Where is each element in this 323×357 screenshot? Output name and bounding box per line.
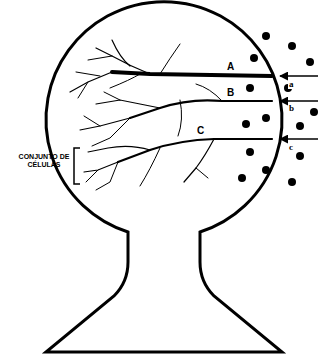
fiber-letter: C bbox=[196, 126, 205, 136]
nerve-fiber-b bbox=[80, 84, 272, 146]
nerve-fiber-c bbox=[84, 139, 272, 190]
fiber-letter: B bbox=[226, 88, 235, 98]
nerve-fiber-a bbox=[70, 40, 272, 98]
arrow-letter: a bbox=[288, 80, 295, 89]
group-label: CONJUNTO DE CÉLULAS bbox=[16, 153, 72, 169]
arrow-letter: b bbox=[288, 104, 295, 113]
flask-outline bbox=[46, 2, 282, 352]
arrow-letter: c bbox=[288, 143, 294, 152]
stimulus-particles bbox=[238, 32, 318, 186]
stimulus-arrows bbox=[280, 76, 318, 139]
fiber-letter: A bbox=[226, 62, 235, 72]
group-bracket bbox=[74, 148, 80, 184]
